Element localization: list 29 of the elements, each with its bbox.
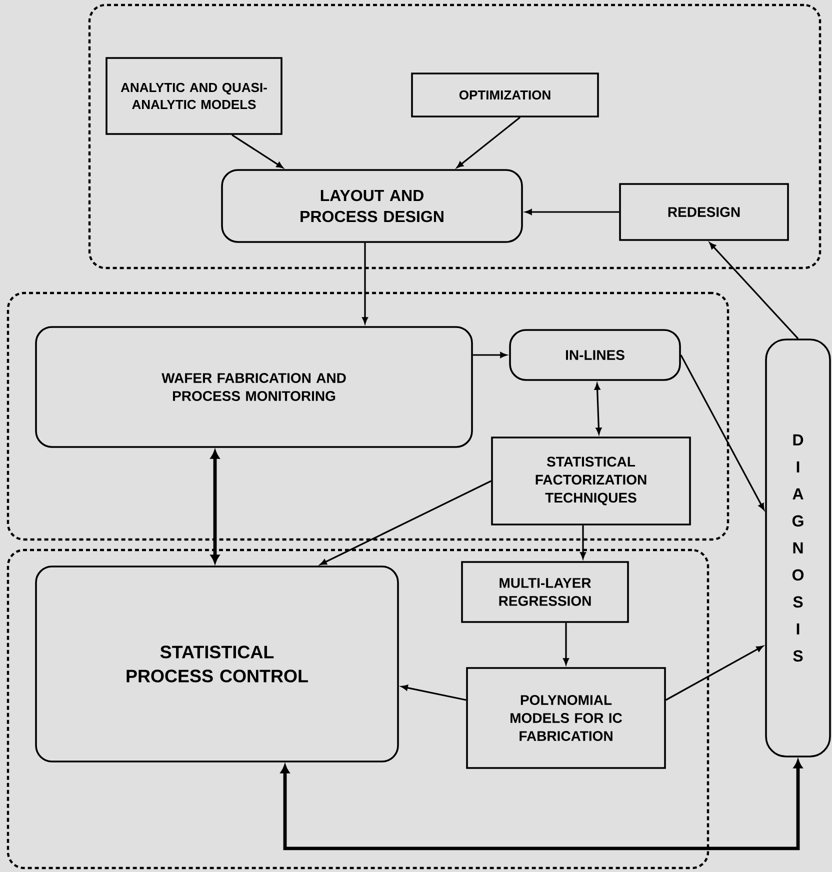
dashed-group-outline [6, 548, 710, 870]
process-box: ANALYTIC AND QUASI-ANALYTIC MODELS [106, 57, 282, 135]
arrow [232, 134, 284, 168]
arrow [580, 525, 586, 559]
arrow [320, 480, 492, 565]
process-box: POLYNOMIAL MODELS FOR IC FABRICATION [466, 667, 666, 769]
arrow [525, 209, 620, 215]
rounded-process-box: WAFER FABRICATION AND PROCESS MONITORING [35, 326, 473, 448]
process-box: OPTIMIZATION [411, 72, 599, 118]
arrow [680, 354, 764, 510]
arrow [362, 242, 368, 324]
rounded-process-box: IN-LINES [509, 329, 681, 381]
process-box: STATISTICAL FACTORIZATION TECHNIQUES [491, 436, 691, 526]
arrow [401, 684, 466, 701]
arrow [594, 383, 602, 434]
arrow [563, 622, 569, 665]
dashed-group-outline [88, 4, 822, 270]
arrow [709, 242, 799, 340]
vertical-rounded-box: DIAGNOSIS [765, 338, 831, 758]
arrow [456, 116, 520, 168]
dashed-group-outline [6, 292, 730, 541]
process-box: MULTI-LAYER REGRESSION [461, 561, 629, 623]
arrow [280, 760, 802, 850]
arrow [210, 450, 220, 564]
arrow [666, 646, 764, 701]
arrow [472, 352, 507, 358]
rounded-process-box: STATISTICAL PROCESS CONTROL [35, 566, 399, 762]
rounded-process-box: LAYOUT AND PROCESS DESIGN [221, 169, 523, 243]
process-box: REDESIGN [619, 183, 789, 241]
